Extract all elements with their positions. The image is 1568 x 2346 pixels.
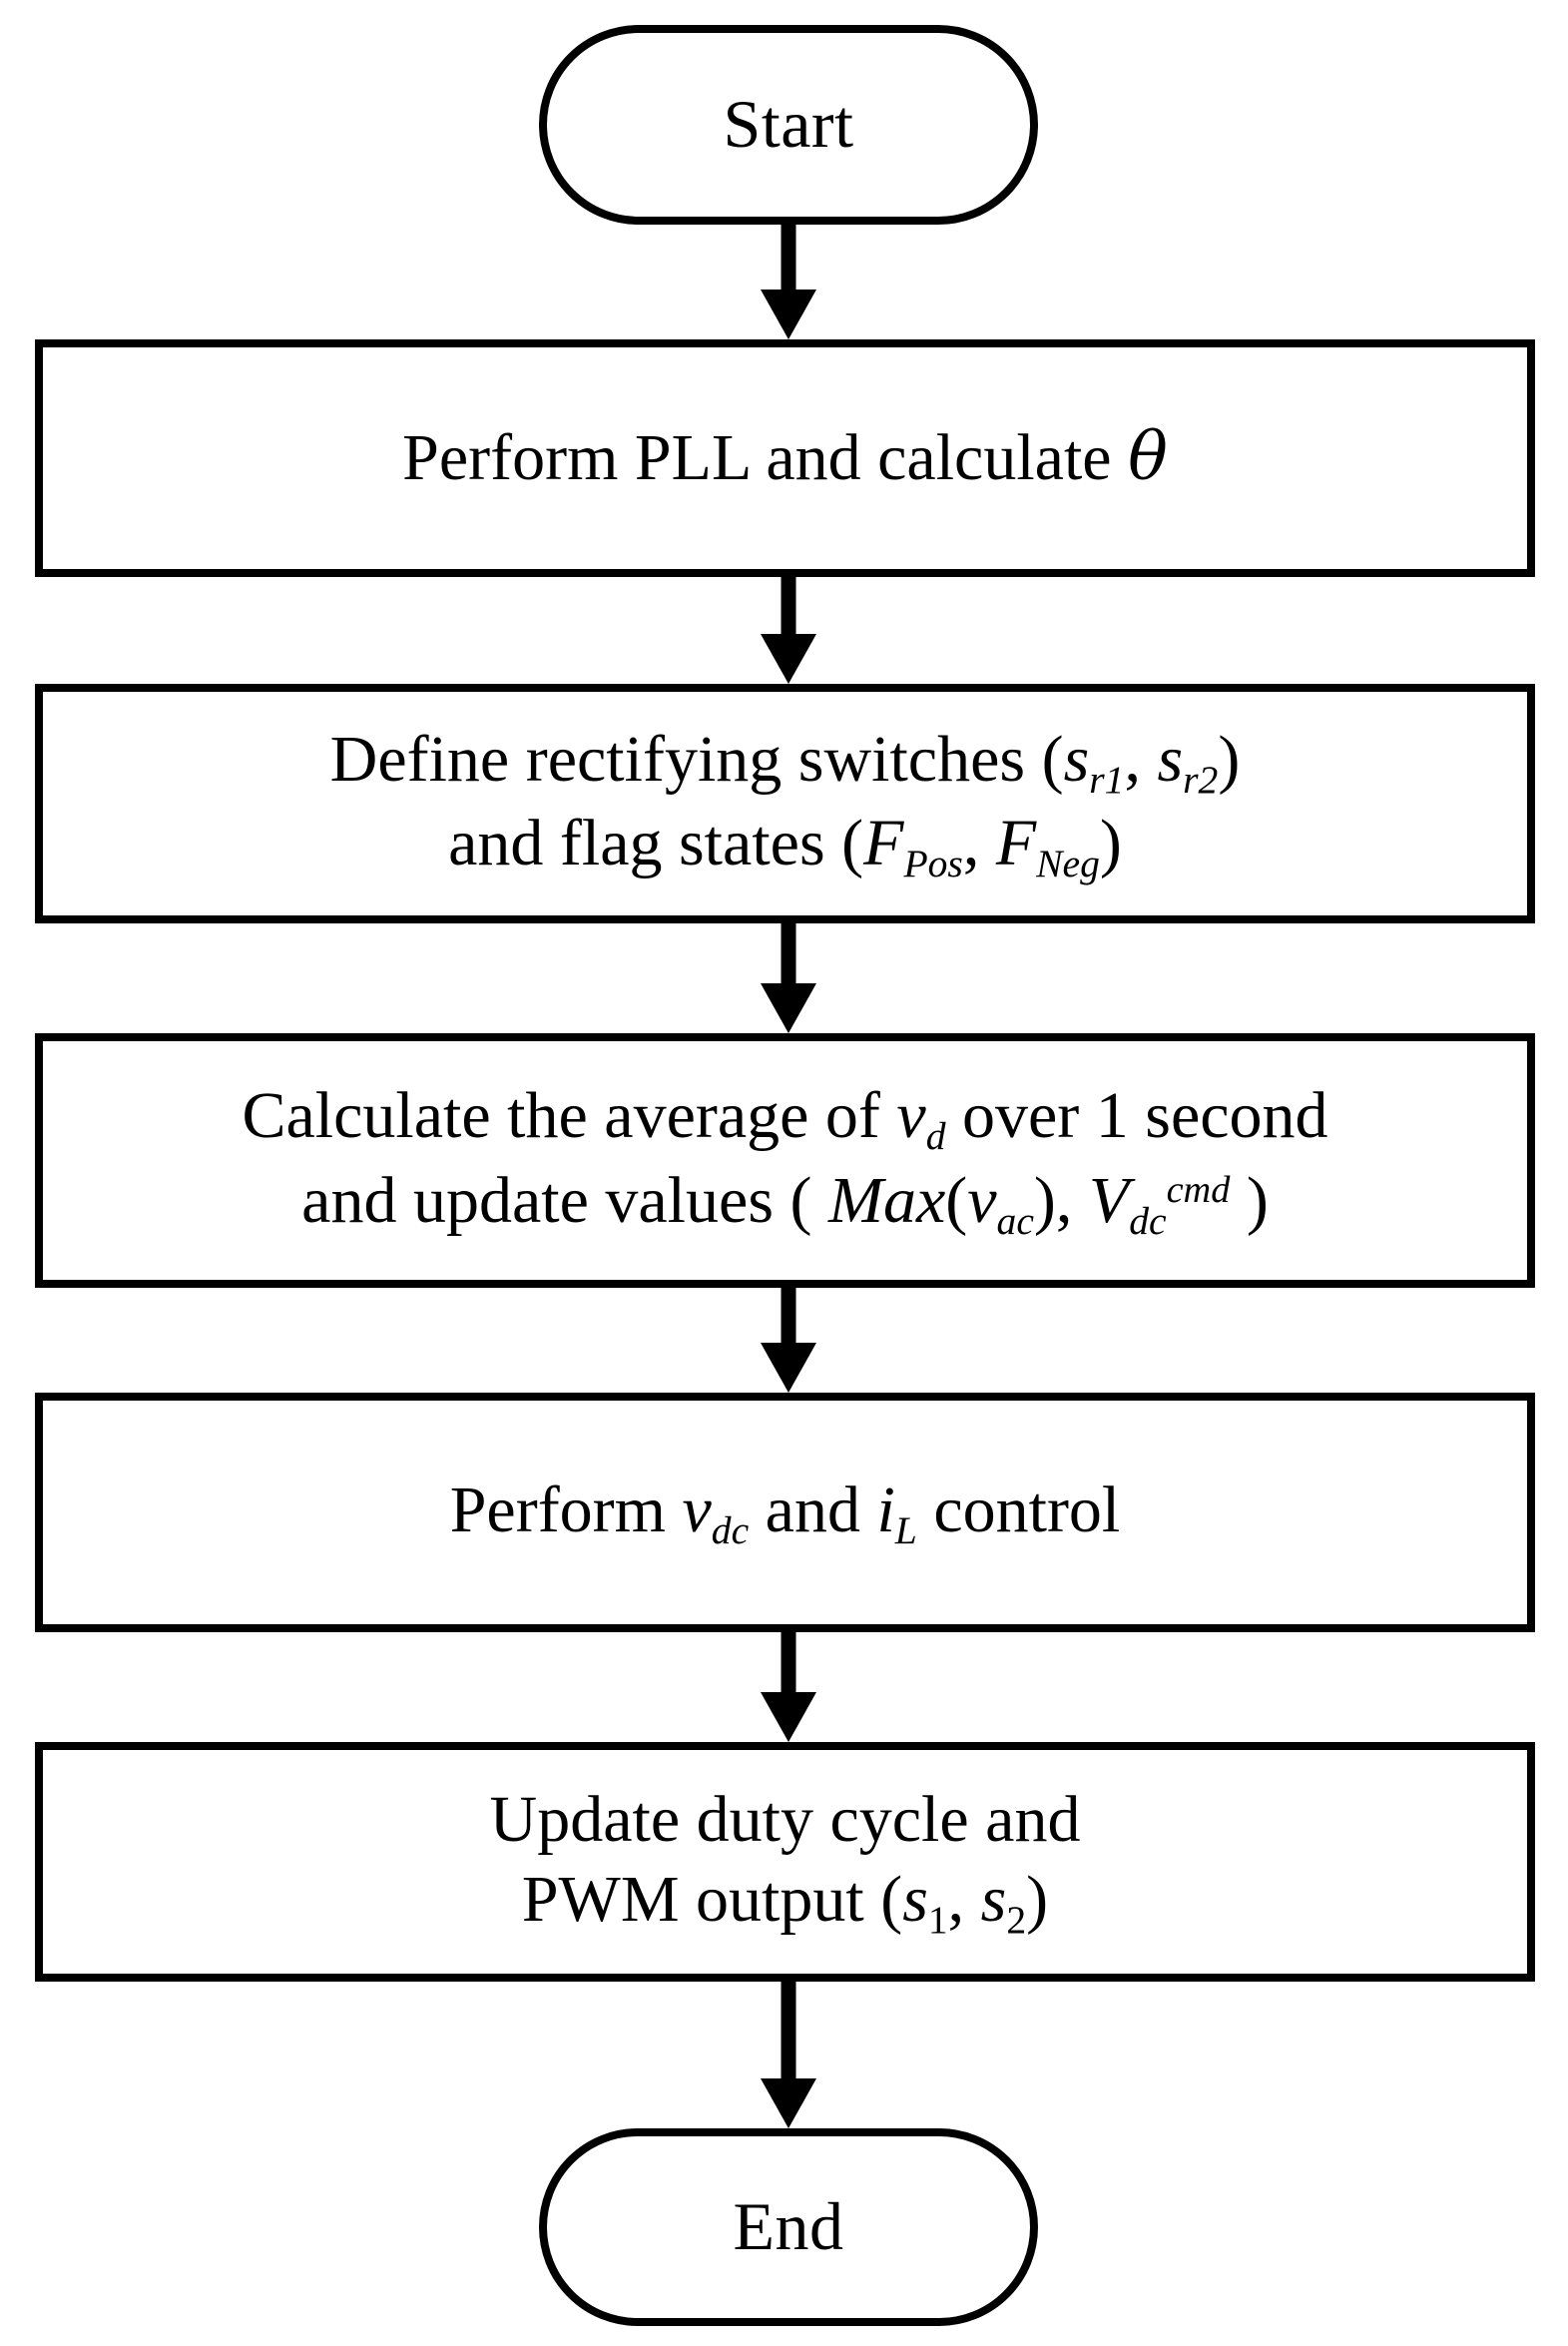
node-step1[interactable]: Perform PLL and calculate θ [35, 339, 1535, 577]
step1-text: Perform PLL and calculate [402, 421, 1129, 495]
node-end-label: End [733, 2188, 844, 2265]
step5-line2: PWM output (s1, s2) [521, 1863, 1049, 1943]
arrow-head-icon [761, 2078, 816, 2128]
arrow-head-icon [761, 1343, 816, 1393]
arrow-head-icon [761, 290, 816, 339]
arrow-head-icon [761, 1692, 816, 1742]
node-step2[interactable]: Define rectifying switches (sr1, sr2) an… [35, 684, 1535, 923]
node-step1-label: Perform PLL and calculate θ [384, 417, 1186, 499]
node-step3[interactable]: Calculate the average of vd over 1 secon… [35, 1033, 1535, 1288]
arrow-stem [781, 1982, 796, 2078]
arrow-stem [781, 1288, 796, 1343]
arrow-step5-to-end [761, 1982, 816, 2128]
step5-line1: Update duty cycle and [489, 1782, 1081, 1856]
arrow-stem [781, 225, 796, 290]
node-step2-label: Define rectifying switches (sr1, sr2) an… [312, 720, 1259, 887]
node-end[interactable]: End [539, 2128, 1038, 2326]
arrow-step4-to-step5 [761, 1632, 816, 1742]
node-start-label: Start [723, 86, 854, 163]
step2-line2: and flag states (FPos, FNeg) [448, 807, 1122, 885]
arrow-start-to-step1 [761, 225, 816, 339]
arrow-head-icon [761, 983, 816, 1033]
arrow-stem [781, 577, 796, 634]
node-step4[interactable]: Perform vdc and iL control [35, 1393, 1535, 1632]
step2-line1: Define rectifying switches (sr1, sr2) [329, 722, 1241, 802]
node-start[interactable]: Start [539, 25, 1038, 225]
node-step4-label: Perform vdc and iL control [449, 1472, 1121, 1552]
arrow-head-icon [761, 634, 816, 684]
node-step5[interactable]: Update duty cycle and PWM output (s1, s2… [35, 1742, 1535, 1982]
node-step5-label: Update duty cycle and PWM output (s1, s2… [472, 1780, 1099, 1945]
step3-line2: and update values ( Max(vac), Vdccmd ) [301, 1163, 1269, 1243]
node-step3-label: Calculate the average of vd over 1 secon… [224, 1076, 1345, 1244]
arrow-step3-to-step4 [761, 1288, 816, 1393]
arrow-step2-to-step3 [761, 923, 816, 1033]
arrow-stem [781, 1632, 796, 1692]
theta-symbol: θ [1128, 418, 1168, 496]
arrow-step1-to-step2 [761, 577, 816, 684]
arrow-stem [781, 923, 796, 983]
step3-line1: Calculate the average of vd over 1 secon… [242, 1079, 1328, 1159]
